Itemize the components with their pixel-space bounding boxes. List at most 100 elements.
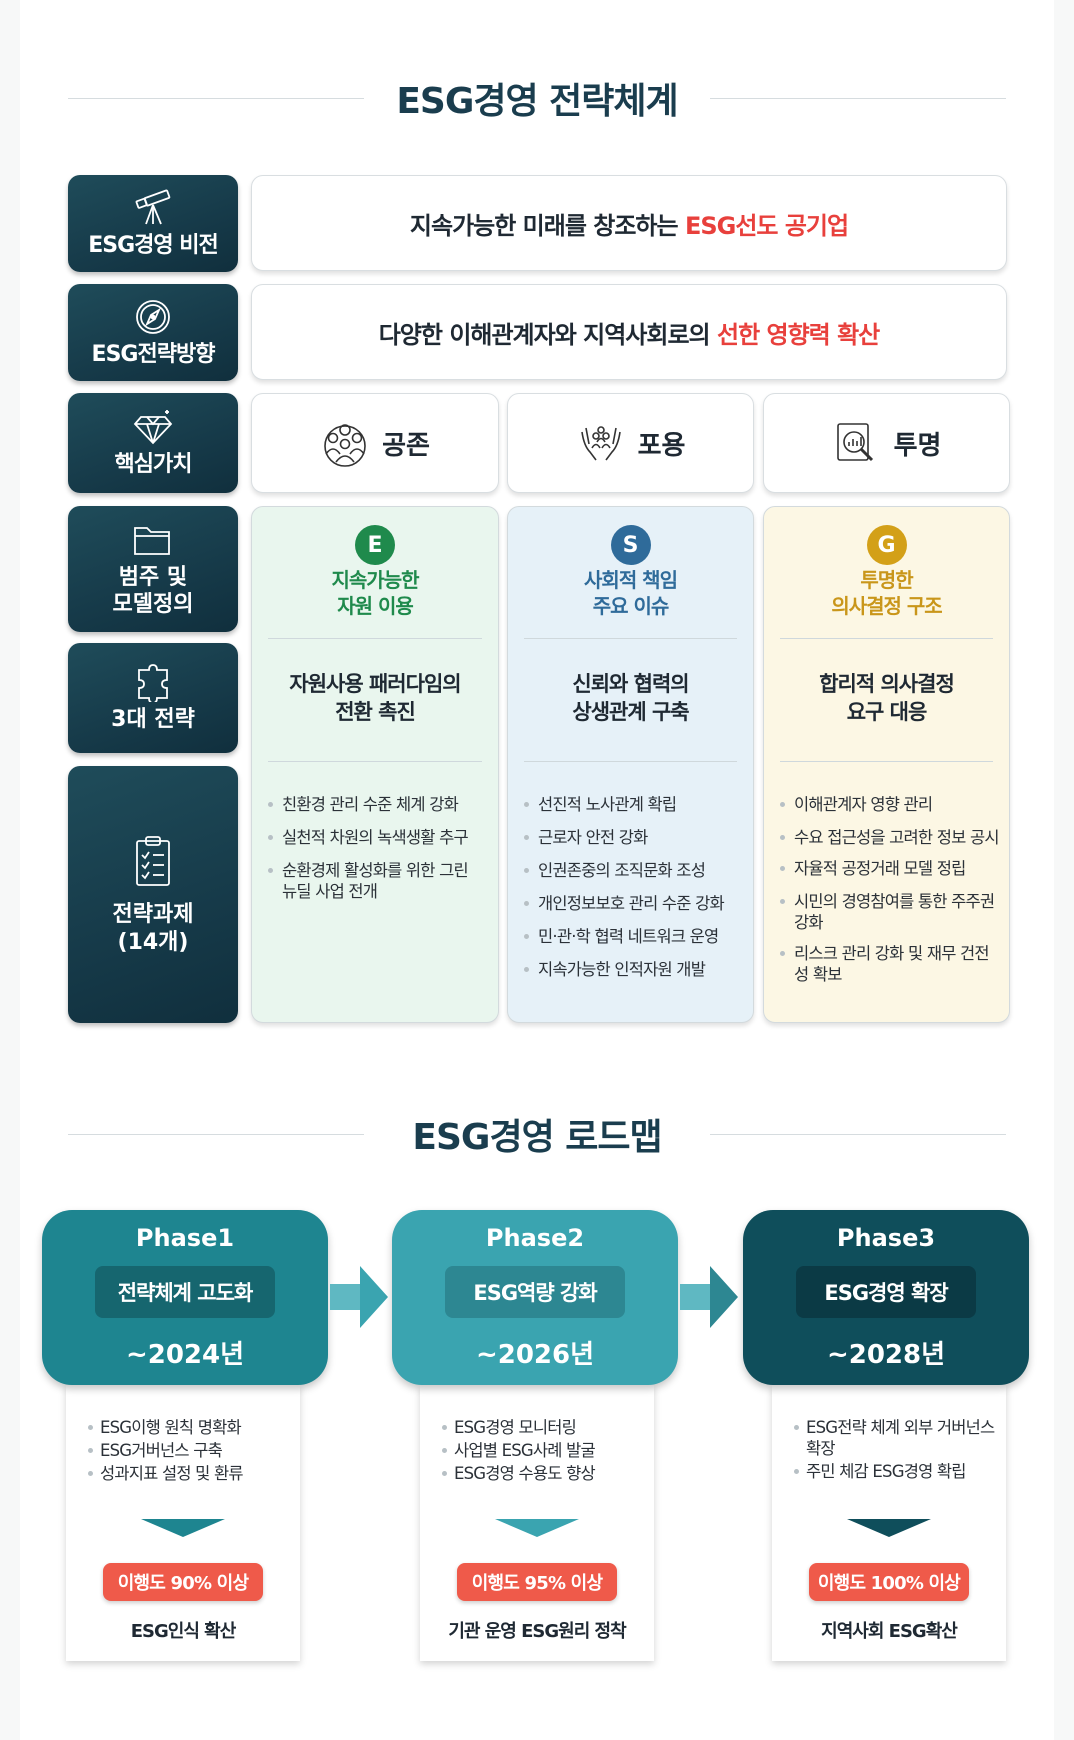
value-box-inclusion: 포용: [507, 393, 754, 493]
column-environment: E 지속가능한 자원 이용 자원사용 패러다임의 전환 촉진 친환경 관리 수준…: [251, 506, 499, 1023]
category-g-line1: 투명한: [860, 568, 913, 592]
core-values-label-text: 핵심가치: [114, 452, 193, 478]
phase2-goal-badge: 이행도 95% 이상: [457, 1563, 617, 1601]
arrow-right-icon: [680, 1266, 738, 1328]
phase2-result: 기관 운영 ESG원리 정착: [448, 1621, 626, 1642]
phase2-items: ESG경영 모니터링 사업별 ESG사례 발굴 ESG경영 수용도 향상: [440, 1417, 644, 1486]
badge-g: G: [866, 525, 907, 565]
value-box-coexistence: 공존: [251, 393, 499, 493]
tasks-label-line1: 전략과제: [112, 902, 194, 927]
strategy-title: ESG경영 전략체계: [376, 72, 698, 124]
strategy-section-header: ESG경영 전략체계: [20, 68, 1054, 128]
list-item: 실천적 차원의 녹색생활 추구: [266, 827, 488, 848]
phase3-items: ESG전략 체계 외부 거버넌스 확장 주민 체감 ESG경영 확립: [792, 1417, 996, 1484]
direction-text: 다양한 이해관계자와 지역사회로의: [378, 320, 717, 349]
phase1-items: ESG이행 원칙 명확화 ESG거버넌스 구축 성과지표 설정 및 환류: [86, 1417, 290, 1486]
triangle-down-icon: [495, 1519, 579, 1537]
divider: [780, 761, 993, 762]
vision-label: ESG경영 비전: [68, 175, 238, 272]
category-s-line1: 사회적 책임: [584, 568, 678, 592]
phase3-goal-badge: 이행도 100% 이상: [809, 1563, 969, 1601]
clipboard-icon: [136, 836, 170, 886]
tasks-e: 친환경 관리 수준 체계 강화 실천적 차원의 녹색생활 추구 순환경제 활성화…: [266, 794, 488, 914]
divider: [524, 638, 737, 639]
vision-label-text: ESG경영 비전: [88, 232, 219, 258]
strategy-e-line1: 자원사용 패러다임의: [289, 672, 461, 696]
value-transparency: 투명: [893, 430, 942, 461]
list-item: 순환경제 활성화를 위한 그린뉴딜 사업 전개: [266, 860, 488, 902]
divider: [710, 98, 1006, 99]
divider: [68, 98, 364, 99]
triangle-down-icon: [847, 1519, 931, 1537]
column-governance: G 투명한 의사결정 구조 합리적 의사결정 요구 대응 이해관계자 영향 관리…: [763, 506, 1010, 1023]
magnifier-chart-icon: [836, 423, 873, 462]
value-box-transparency: 투명: [763, 393, 1010, 493]
triangle-down-icon: [141, 1519, 225, 1537]
direction-box: 다양한 이해관계자와 지역사회로의 선한 영향력 확산: [251, 284, 1007, 380]
value-inclusion: 포용: [637, 430, 686, 461]
list-item: 인권존중의 조직문화 조성: [522, 860, 743, 881]
phase1-result: ESG인식 확산: [130, 1621, 237, 1642]
arrow-right-icon: [330, 1266, 388, 1328]
phase3-theme: ESG경영 확장: [796, 1266, 976, 1318]
list-item: 수요 접근성을 고려한 정보 공시: [778, 827, 1000, 848]
vision-text: 지속가능한 미래를 창조하는: [409, 211, 685, 240]
phase2-year: ~2026년: [475, 1340, 595, 1370]
strategy-label-text: 3대 전략: [111, 707, 195, 733]
category-s-line2: 주요 이슈: [592, 594, 670, 618]
list-item: 근로자 안전 강화: [522, 827, 743, 848]
list-item: 시민의 경영참여를 통한 주주권 강화: [778, 891, 999, 933]
tasks-g: 이해관계자 영향 관리 수요 접근성을 고려한 정보 공시 자율적 공정거래 모…: [778, 794, 1000, 997]
tasks-s: 선진적 노사관계 확립 근로자 안전 강화 인권존중의 조직문화 조성 개인정보…: [522, 794, 743, 992]
phase3-result: 지역사회 ESG확산: [821, 1621, 958, 1642]
badge-e: E: [355, 525, 395, 565]
roadmap-section-header: ESG경영 로드맵: [20, 1104, 1054, 1164]
phase1-header: Phase1 전략체계 고도화 ~2024년: [42, 1210, 328, 1385]
list-item: 지속가능한 인적자원 개발: [522, 959, 743, 980]
diamond-icon: [133, 410, 173, 445]
phase3-card: ESG전략 체계 외부 거버넌스 확장 주민 체감 ESG경영 확립 이행도 1…: [772, 1385, 1006, 1661]
category-label-line1: 범주 및: [118, 564, 188, 590]
compass-icon: [136, 299, 170, 334]
column-social: S 사회적 책임 주요 이슈 신뢰와 협력의 상생관계 구축 선진적 노사관계 …: [507, 506, 754, 1023]
category-g: 투명한 의사결정 구조: [764, 567, 1009, 619]
list-item: ESG경영 모니터링: [440, 1417, 644, 1438]
core-values-label: 핵심가치: [68, 393, 238, 493]
list-item: 성과지표 설정 및 환류: [86, 1463, 290, 1484]
hands-icon: [580, 426, 621, 461]
vision-highlight: ESG선도 공기업: [684, 211, 849, 240]
tasks-label: 전략과제 (14개): [68, 766, 238, 1023]
page: ESG경영 전략체계 ESG경영 비전 지속가능한 미래를 창조하는 ESG선도…: [20, 0, 1054, 1740]
category-e-line1: 지속가능한: [331, 568, 420, 592]
folder-icon: [134, 526, 170, 555]
phase2-header: Phase2 ESG역량 강화 ~2026년: [392, 1210, 678, 1385]
strategy-g-line1: 합리적 의사결정: [819, 672, 955, 696]
list-item: 개인정보보호 관리 수준 강화: [522, 893, 743, 914]
direction-highlight: 선한 영향력 확산: [716, 320, 880, 349]
list-item: 리스크 관리 강화 및 재무 건전성 확보: [778, 943, 999, 985]
strategy-s: 신뢰와 협력의 상생관계 구축: [508, 670, 753, 726]
list-item: 사업별 ESG사례 발굴: [440, 1440, 644, 1461]
list-item: 이해관계자 영향 관리: [778, 794, 999, 815]
phase1-year: ~2024년: [125, 1340, 245, 1370]
divider: [710, 1134, 1006, 1135]
phase2-card: ESG경영 모니터링 사업별 ESG사례 발굴 ESG경영 수용도 향상 이행도…: [420, 1385, 654, 1661]
vision-box: 지속가능한 미래를 창조하는 ESG선도 공기업: [251, 175, 1007, 271]
divider: [268, 761, 482, 762]
value-coexistence: 공존: [382, 430, 430, 461]
phase3-name: Phase3: [836, 1224, 936, 1252]
strategy-s-line1: 신뢰와 협력의: [572, 672, 689, 696]
tasks-label-line2: (14개): [117, 929, 189, 955]
puzzle-icon: [138, 664, 168, 703]
divider: [268, 638, 482, 639]
phase1-card: ESG이행 원칙 명확화 ESG거버넌스 구축 성과지표 설정 및 환류 이행도…: [66, 1385, 300, 1661]
list-item: 주민 체감 ESG경영 확립: [792, 1461, 996, 1482]
list-item: 선진적 노사관계 확립: [522, 794, 743, 815]
divider: [780, 638, 993, 639]
direction-label: ESG전략방향: [68, 284, 238, 381]
category-s: 사회적 책임 주요 이슈: [508, 567, 753, 619]
list-item: 친환경 관리 수준 체계 강화: [266, 794, 488, 815]
category-e: 지속가능한 자원 이용: [252, 567, 498, 619]
strategy-s-line2: 상생관계 구축: [572, 700, 689, 724]
phase2-name: Phase2: [485, 1224, 585, 1252]
